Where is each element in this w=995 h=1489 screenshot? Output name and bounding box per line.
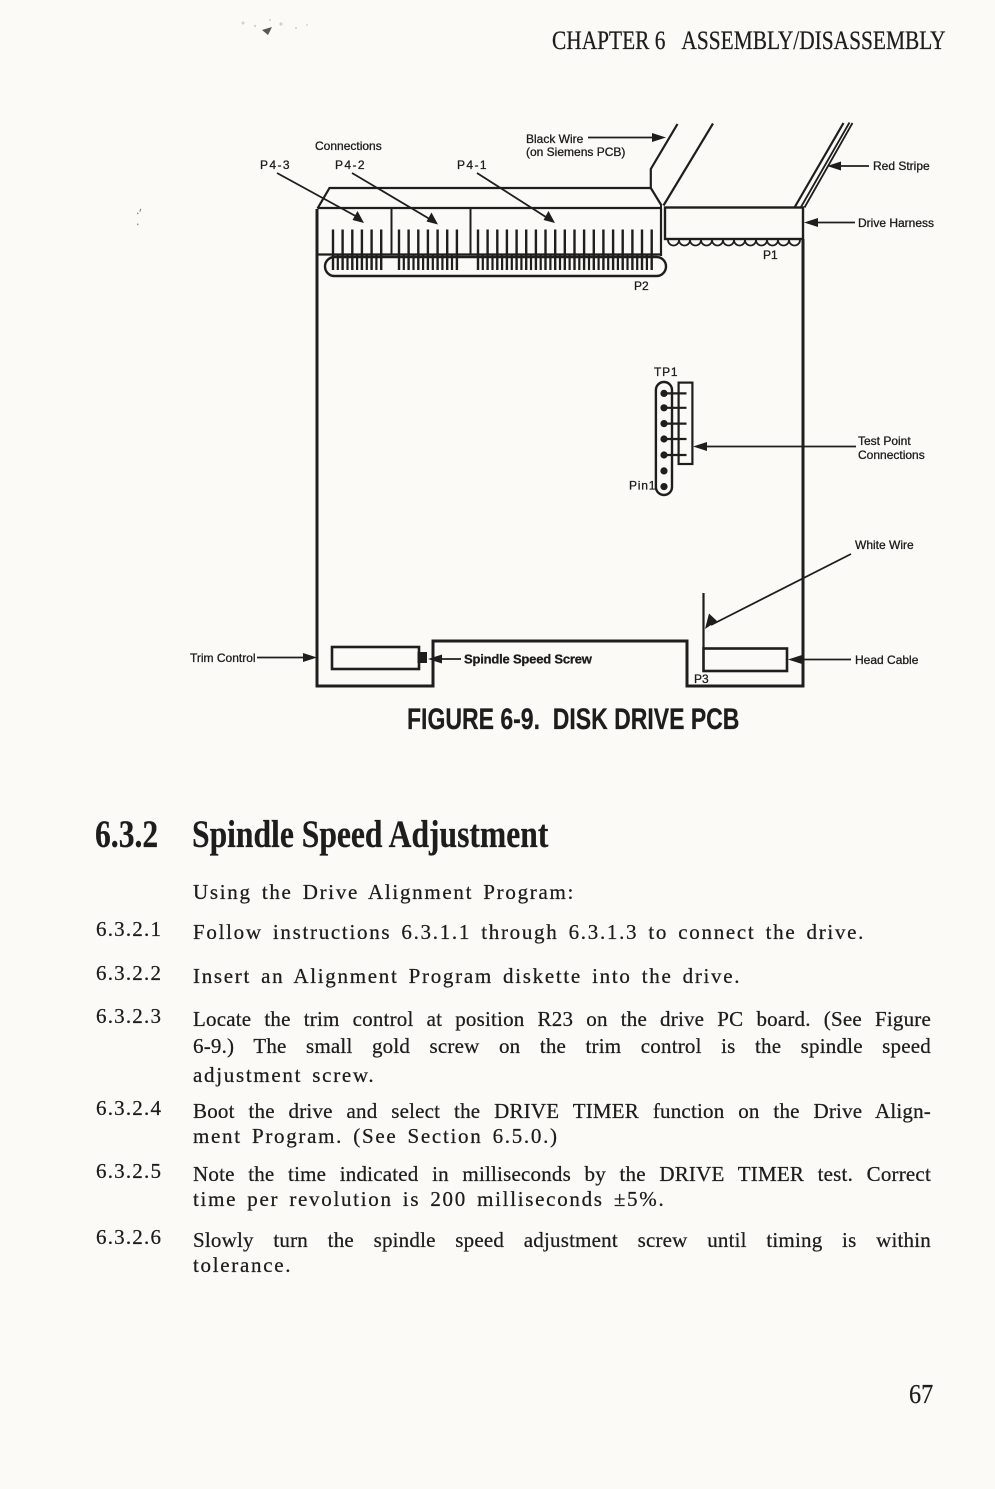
- svg-text:Test Point: Test Point: [858, 434, 911, 448]
- svg-text:P4-2: P4-2: [335, 158, 366, 172]
- svg-text:Red Stripe: Red Stripe: [873, 159, 930, 173]
- svg-text:P4-1: P4-1: [457, 158, 488, 172]
- svg-text:P4-3: P4-3: [260, 158, 291, 172]
- svg-text:Trim Control: Trim Control: [190, 651, 256, 665]
- svg-text:Drive Harness: Drive Harness: [858, 216, 934, 230]
- svg-text:Head Cable: Head Cable: [855, 653, 919, 667]
- svg-text:Black Wire: Black Wire: [526, 132, 584, 146]
- svg-text:P2: P2: [634, 279, 649, 293]
- svg-text:(on Siemens PCB): (on Siemens PCB): [526, 145, 625, 159]
- svg-text:Connections: Connections: [858, 448, 925, 462]
- svg-text:White Wire: White Wire: [855, 538, 914, 552]
- svg-text:Spindle Speed Screw: Spindle Speed Screw: [464, 652, 593, 667]
- svg-text:P3: P3: [694, 672, 709, 686]
- svg-text:Pin1: Pin1: [629, 479, 656, 493]
- svg-text:TP1: TP1: [654, 365, 678, 379]
- svg-text:P1: P1: [763, 248, 778, 262]
- svg-text:Connections: Connections: [315, 139, 382, 153]
